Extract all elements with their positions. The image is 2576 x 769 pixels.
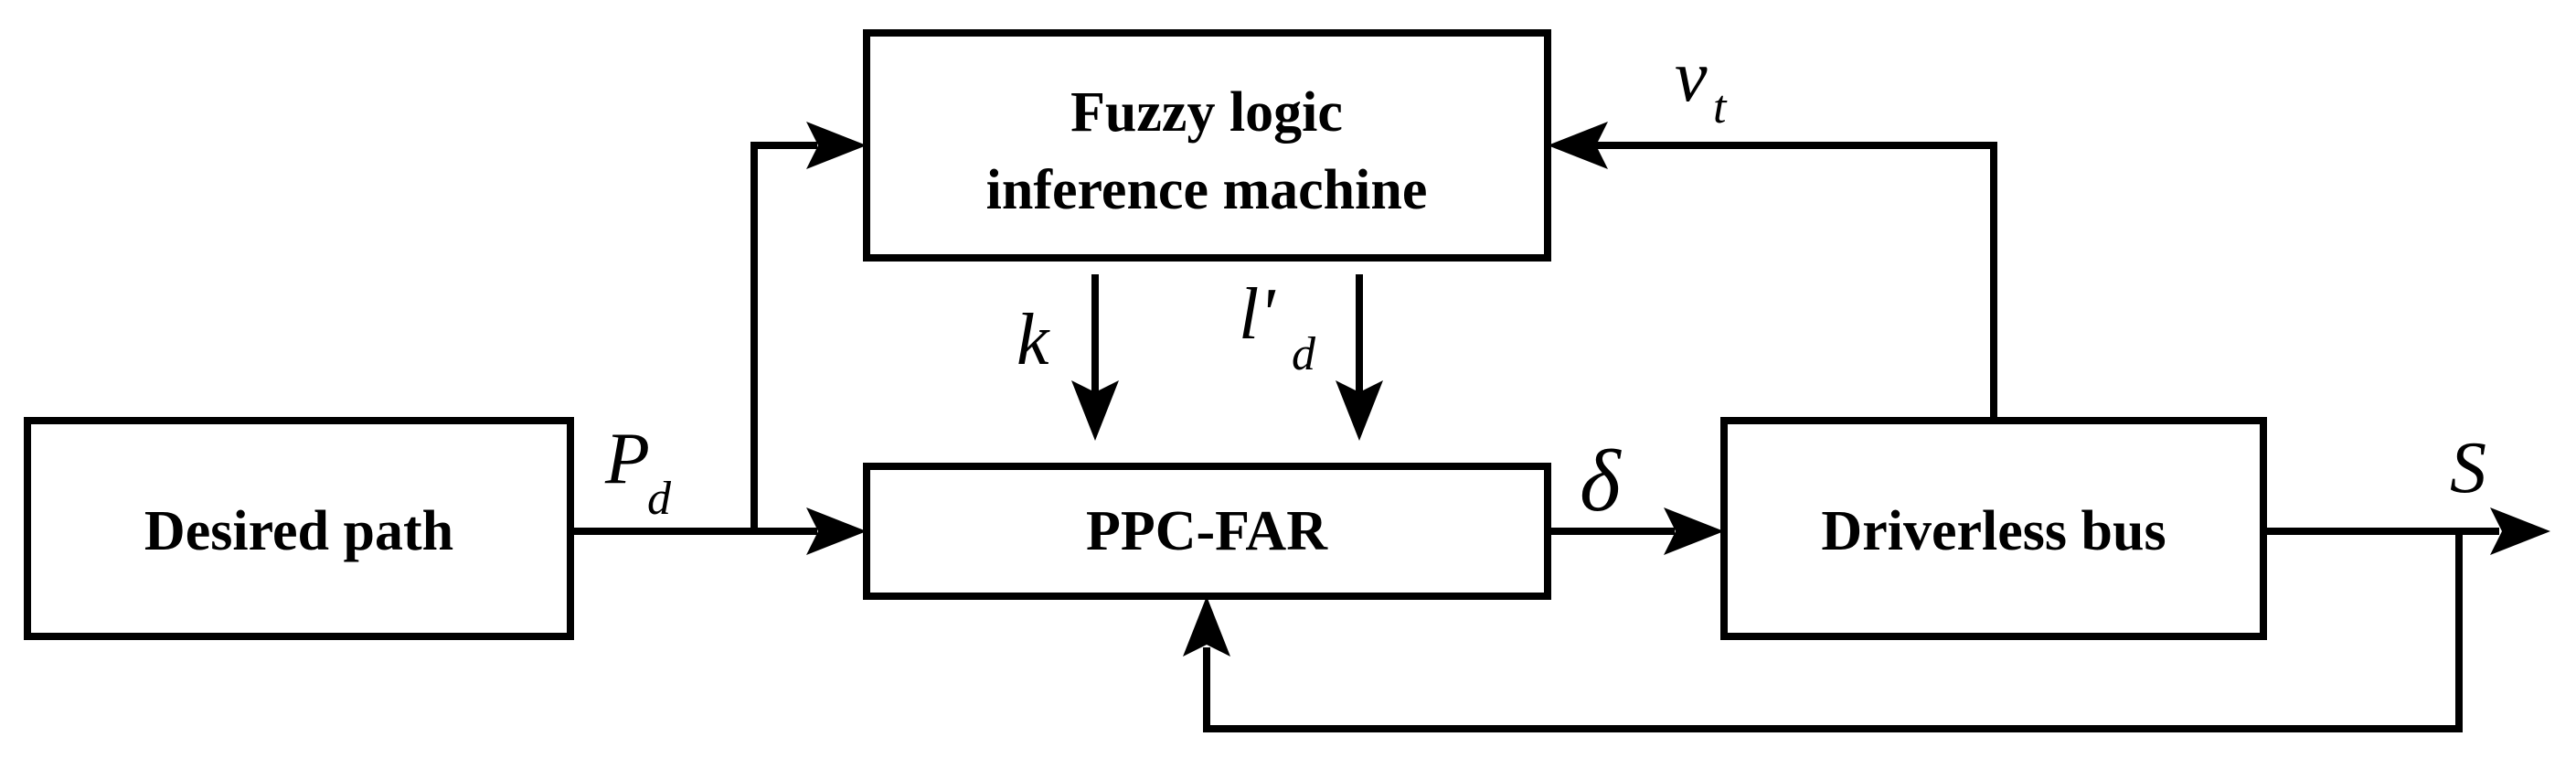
label-delta: δ: [1580, 432, 1622, 529]
driverless-bus-label: Driverless bus: [1821, 500, 2166, 562]
pd-sub: d: [647, 473, 672, 525]
arrow-s-output: [2490, 507, 2550, 555]
pd-main: P: [604, 419, 650, 499]
s-feedback-line: [1203, 528, 2463, 732]
fuzzy-logic-label-line2: inference machine: [986, 159, 1428, 221]
label-vt: v t: [1675, 37, 1728, 134]
arrow-into-ppc-left: [806, 507, 867, 555]
label-pd: P d: [604, 419, 672, 525]
arrow-into-fuzzy-left: [806, 122, 867, 169]
ld-main: l': [1239, 274, 1276, 355]
connections: [567, 142, 2499, 732]
vt-main: v: [1675, 37, 1708, 117]
label-ld: l' d: [1239, 274, 1316, 380]
arrow-into-ppc-bottom: [1183, 596, 1230, 657]
arrow-ld-down: [1336, 380, 1383, 441]
arrow-k-down: [1071, 380, 1119, 441]
label-s: S: [2450, 428, 2486, 508]
desired-path-label: Desired path: [144, 500, 453, 562]
ppc-far-label: PPC-FAR: [1086, 500, 1328, 562]
ppc-far-block: [863, 463, 1551, 600]
vt-sub: t: [1713, 81, 1728, 134]
label-k: k: [1017, 300, 1050, 380]
pd-to-fuzzy-line: [750, 142, 817, 535]
arrow-into-bus: [1664, 507, 1724, 555]
arrow-into-fuzzy-right: [1548, 122, 1608, 169]
desired-path-block: [24, 417, 574, 640]
vt-feedback-line: [1596, 142, 1997, 424]
arrowheads: [806, 122, 2550, 657]
fuzzy-logic-label-line1: Fuzzy logic: [1070, 81, 1343, 144]
ld-sub: d: [1292, 328, 1316, 380]
fuzzy-logic-block: [863, 29, 1551, 262]
